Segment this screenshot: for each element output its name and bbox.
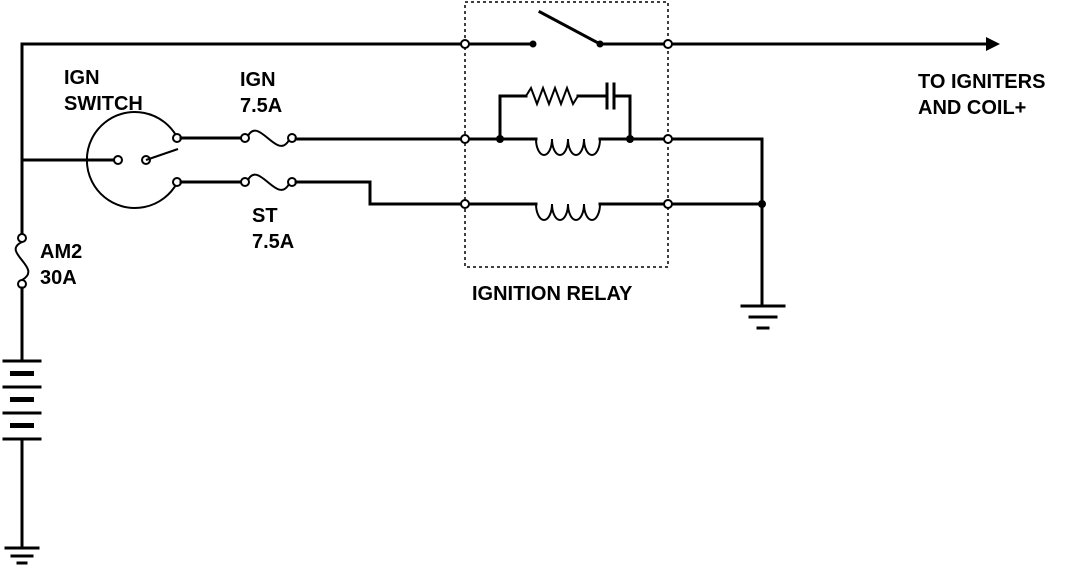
ign-fuse-label-line2: 7.5A [240,95,282,117]
ign-circuit [179,129,764,308]
ign-switch-label-line1: IGN [64,67,100,89]
battery-icon [2,359,42,548]
relay-coil-upper [535,138,601,156]
relay-ground-icon [740,304,786,330]
output-arrow-icon [986,37,1000,51]
ign-switch [85,111,182,209]
relay-contact [529,9,604,48]
am2-fuse [14,233,30,362]
relay-terminal-top-right [663,39,673,49]
relay-terminal-top-left [460,39,470,49]
ignition-relay-box [464,1,669,268]
output-label-line2: AND COIL+ [918,97,1026,119]
st-fuse-label-line2: 7.5A [252,231,294,253]
main-bus [20,42,534,234]
output-label-line1: TO IGNITERS [918,71,1045,93]
ignition-relay-label: IGNITION RELAY [472,283,633,305]
output-line [598,37,1000,51]
ign-fuse-label-line1: IGN [240,69,276,91]
am2-fuse-label-line2: 30A [40,267,77,289]
relay-coil-lower [535,203,601,221]
ign-fuse-icon [246,129,291,147]
am2-fuse-icon [14,241,30,281]
suppression-network [496,82,634,143]
st-fuse-icon [246,173,291,191]
am2-fuse-label-line1: AM2 [40,241,82,263]
resistor-icon [525,85,579,107]
battery-ground-icon [4,546,40,565]
st-fuse-label-line1: ST [252,205,278,227]
ign-switch-label-line2: SWITCH [64,93,143,115]
st-circuit [179,173,766,209]
